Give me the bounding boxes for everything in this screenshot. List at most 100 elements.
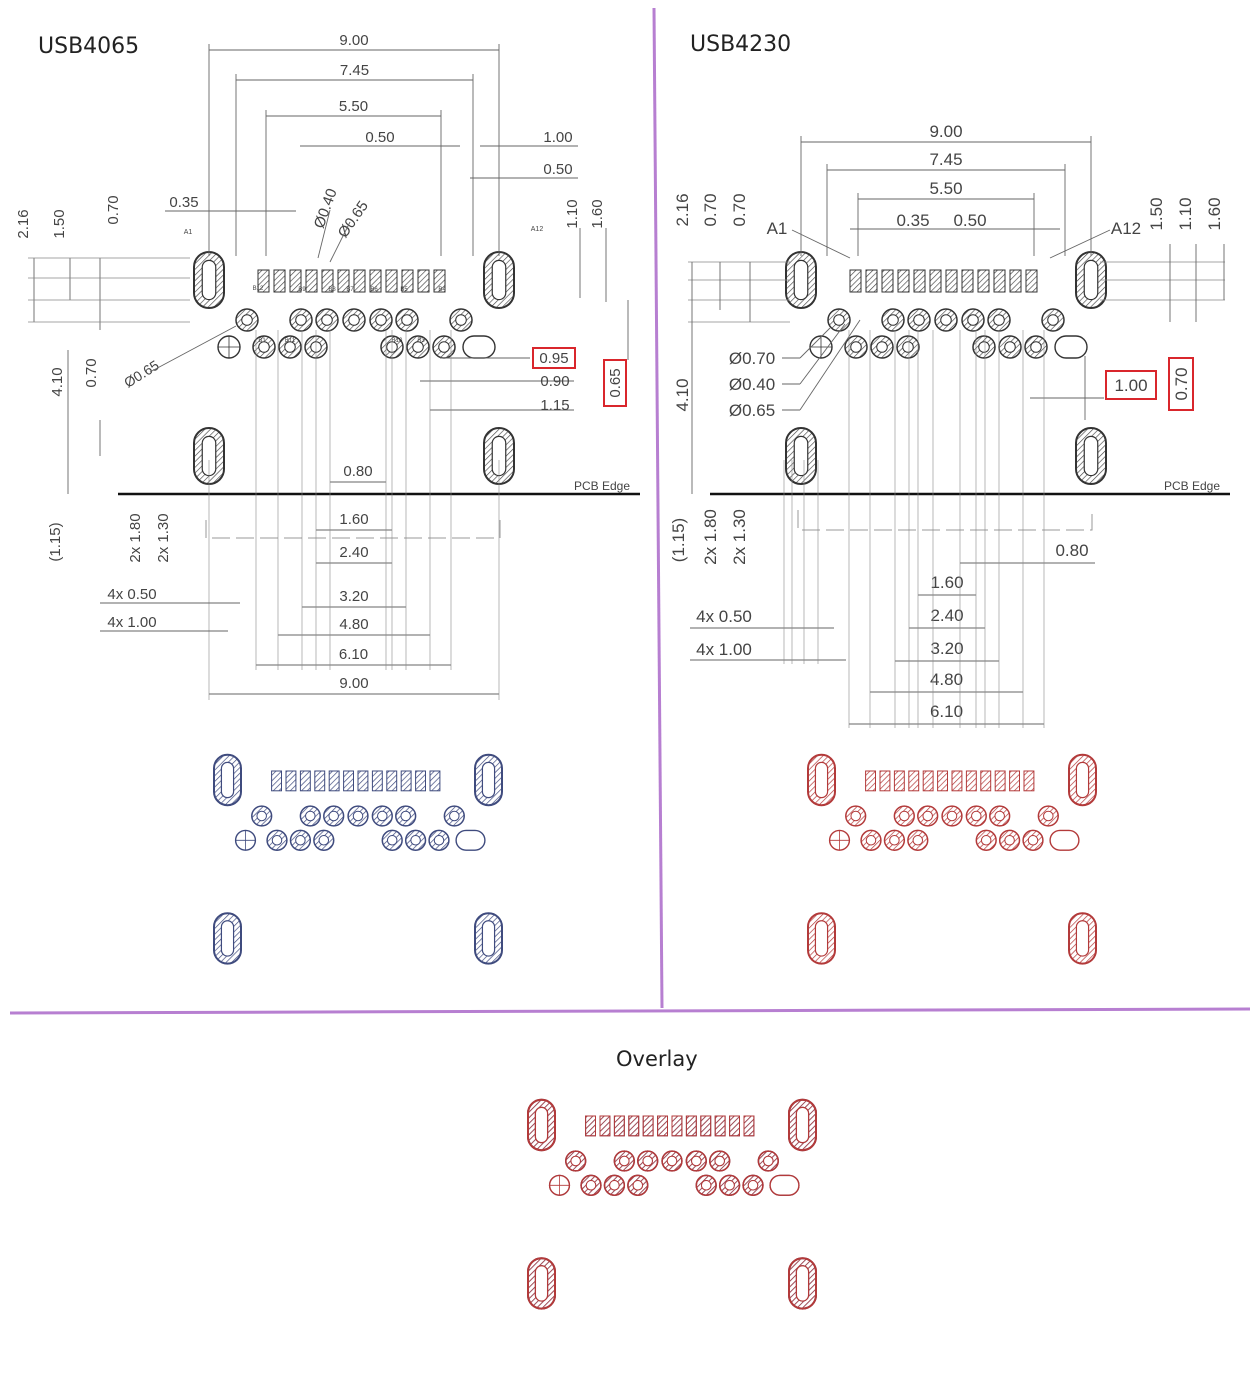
smd-pad [257,269,270,293]
smd-pad [1009,770,1020,792]
smd-pad [628,1115,640,1137]
dimension-line [791,229,851,259]
dimension-label: 0.95 [539,350,568,367]
via-drill [980,835,992,846]
body-outline [797,510,1093,531]
slot-drill [1083,435,1099,477]
slot-drill [1083,259,1099,301]
smd-pad [908,770,920,792]
slot-drill [481,920,496,957]
dimension-label: 0.70 [701,193,720,226]
overlay-footprint [527,1098,817,1310]
dimension-label: 3.20 [339,588,368,605]
smd-pad [321,269,334,293]
smd-pad [994,770,1006,792]
dimension-line [799,319,861,411]
npth-slot [462,335,496,359]
smd-pad [1025,269,1038,293]
dimension-label: B7 [346,287,354,293]
via-drill [455,314,467,326]
via-drill [912,835,924,846]
dimension-label: 5.50 [339,98,368,115]
smd-pad [961,269,974,293]
dimension-label: A12 [531,226,544,233]
smd-pad [401,269,414,293]
via-drill [1030,341,1042,353]
via-drill [256,810,267,822]
dimension-label: 0.70 [83,358,100,387]
smd-pad [585,1115,596,1137]
dimension-label: 1.10 [564,199,581,228]
dimension-label: 9.00 [339,675,368,692]
via-drill [876,341,888,353]
smd-pad [881,269,894,293]
via-drill [348,314,360,326]
via-drill [632,1180,644,1191]
npth-slot [455,829,486,851]
via-drill [295,835,306,846]
dimension-label: B6 [370,287,378,293]
smd-pad [353,269,366,293]
dimension-label: Ø0.65 [335,198,372,241]
dimension-label: 4.10 [673,378,692,411]
smd-pad [945,269,958,293]
smd-pad [369,269,382,293]
smd-pad [913,269,926,293]
smd-pad [922,770,934,792]
via-drill [386,835,398,846]
smd-pad [1009,269,1022,293]
via-drill [400,810,411,822]
via-drill [971,810,982,822]
usb4230-footprint [807,753,1097,965]
dimension-label: 0.70 [730,193,749,226]
slot-drill [793,435,809,477]
dimension-label: 0.50 [365,129,394,146]
dimension-label: 0.65 [607,368,624,397]
via-drill [700,1180,712,1191]
via-drill [412,341,424,353]
npth-slot [1054,335,1088,359]
via-drill [328,810,339,822]
via-drill [850,810,861,822]
smd-pad [613,1115,625,1137]
smd-pad [289,269,302,293]
dimension-label: 4.80 [339,616,368,633]
dimension-label: 1.10 [1176,197,1195,230]
slot-drill [795,1265,810,1302]
via-drill [570,1155,581,1167]
dimension-label: B10 [392,338,403,344]
dimension-label: 4x 1.00 [696,640,752,659]
via-drill [352,810,364,822]
dimension-label: 0.35 [896,211,929,230]
usb4065-title: USB4065 [38,34,140,59]
smd-pad [700,1115,712,1137]
dimension-label: 2x 1.30 [730,509,749,565]
dimension-label: A12 [1111,219,1141,238]
slot-drill [793,259,809,301]
dimension-label: 0.35 [169,194,198,211]
via-drill [865,835,877,846]
dimension-label: Ø0.65 [729,401,775,420]
dimension-label: 0.80 [343,463,372,480]
slot-drill [814,761,829,799]
dimension-line [317,209,331,259]
slot-drill [534,1265,549,1302]
via-drill [889,835,900,846]
dimension-label: Ø0.40 [311,186,341,230]
dimension-label: B4 [438,287,446,293]
horizontal-divider [9,1007,1251,1015]
dimension-label: B8 [328,287,336,293]
smd-pad [400,770,412,792]
smd-pad [343,770,355,792]
dimension-label: 5.50 [929,179,962,198]
dimension-label: 9.00 [339,32,368,49]
smd-pad [415,770,427,792]
highlight-box [532,347,576,369]
via-drill [763,1155,774,1167]
smd-pad [865,770,876,792]
smd-pad [273,269,286,293]
via-drill [295,314,307,326]
dimension-line [799,327,831,359]
slot-drill [1075,920,1090,957]
